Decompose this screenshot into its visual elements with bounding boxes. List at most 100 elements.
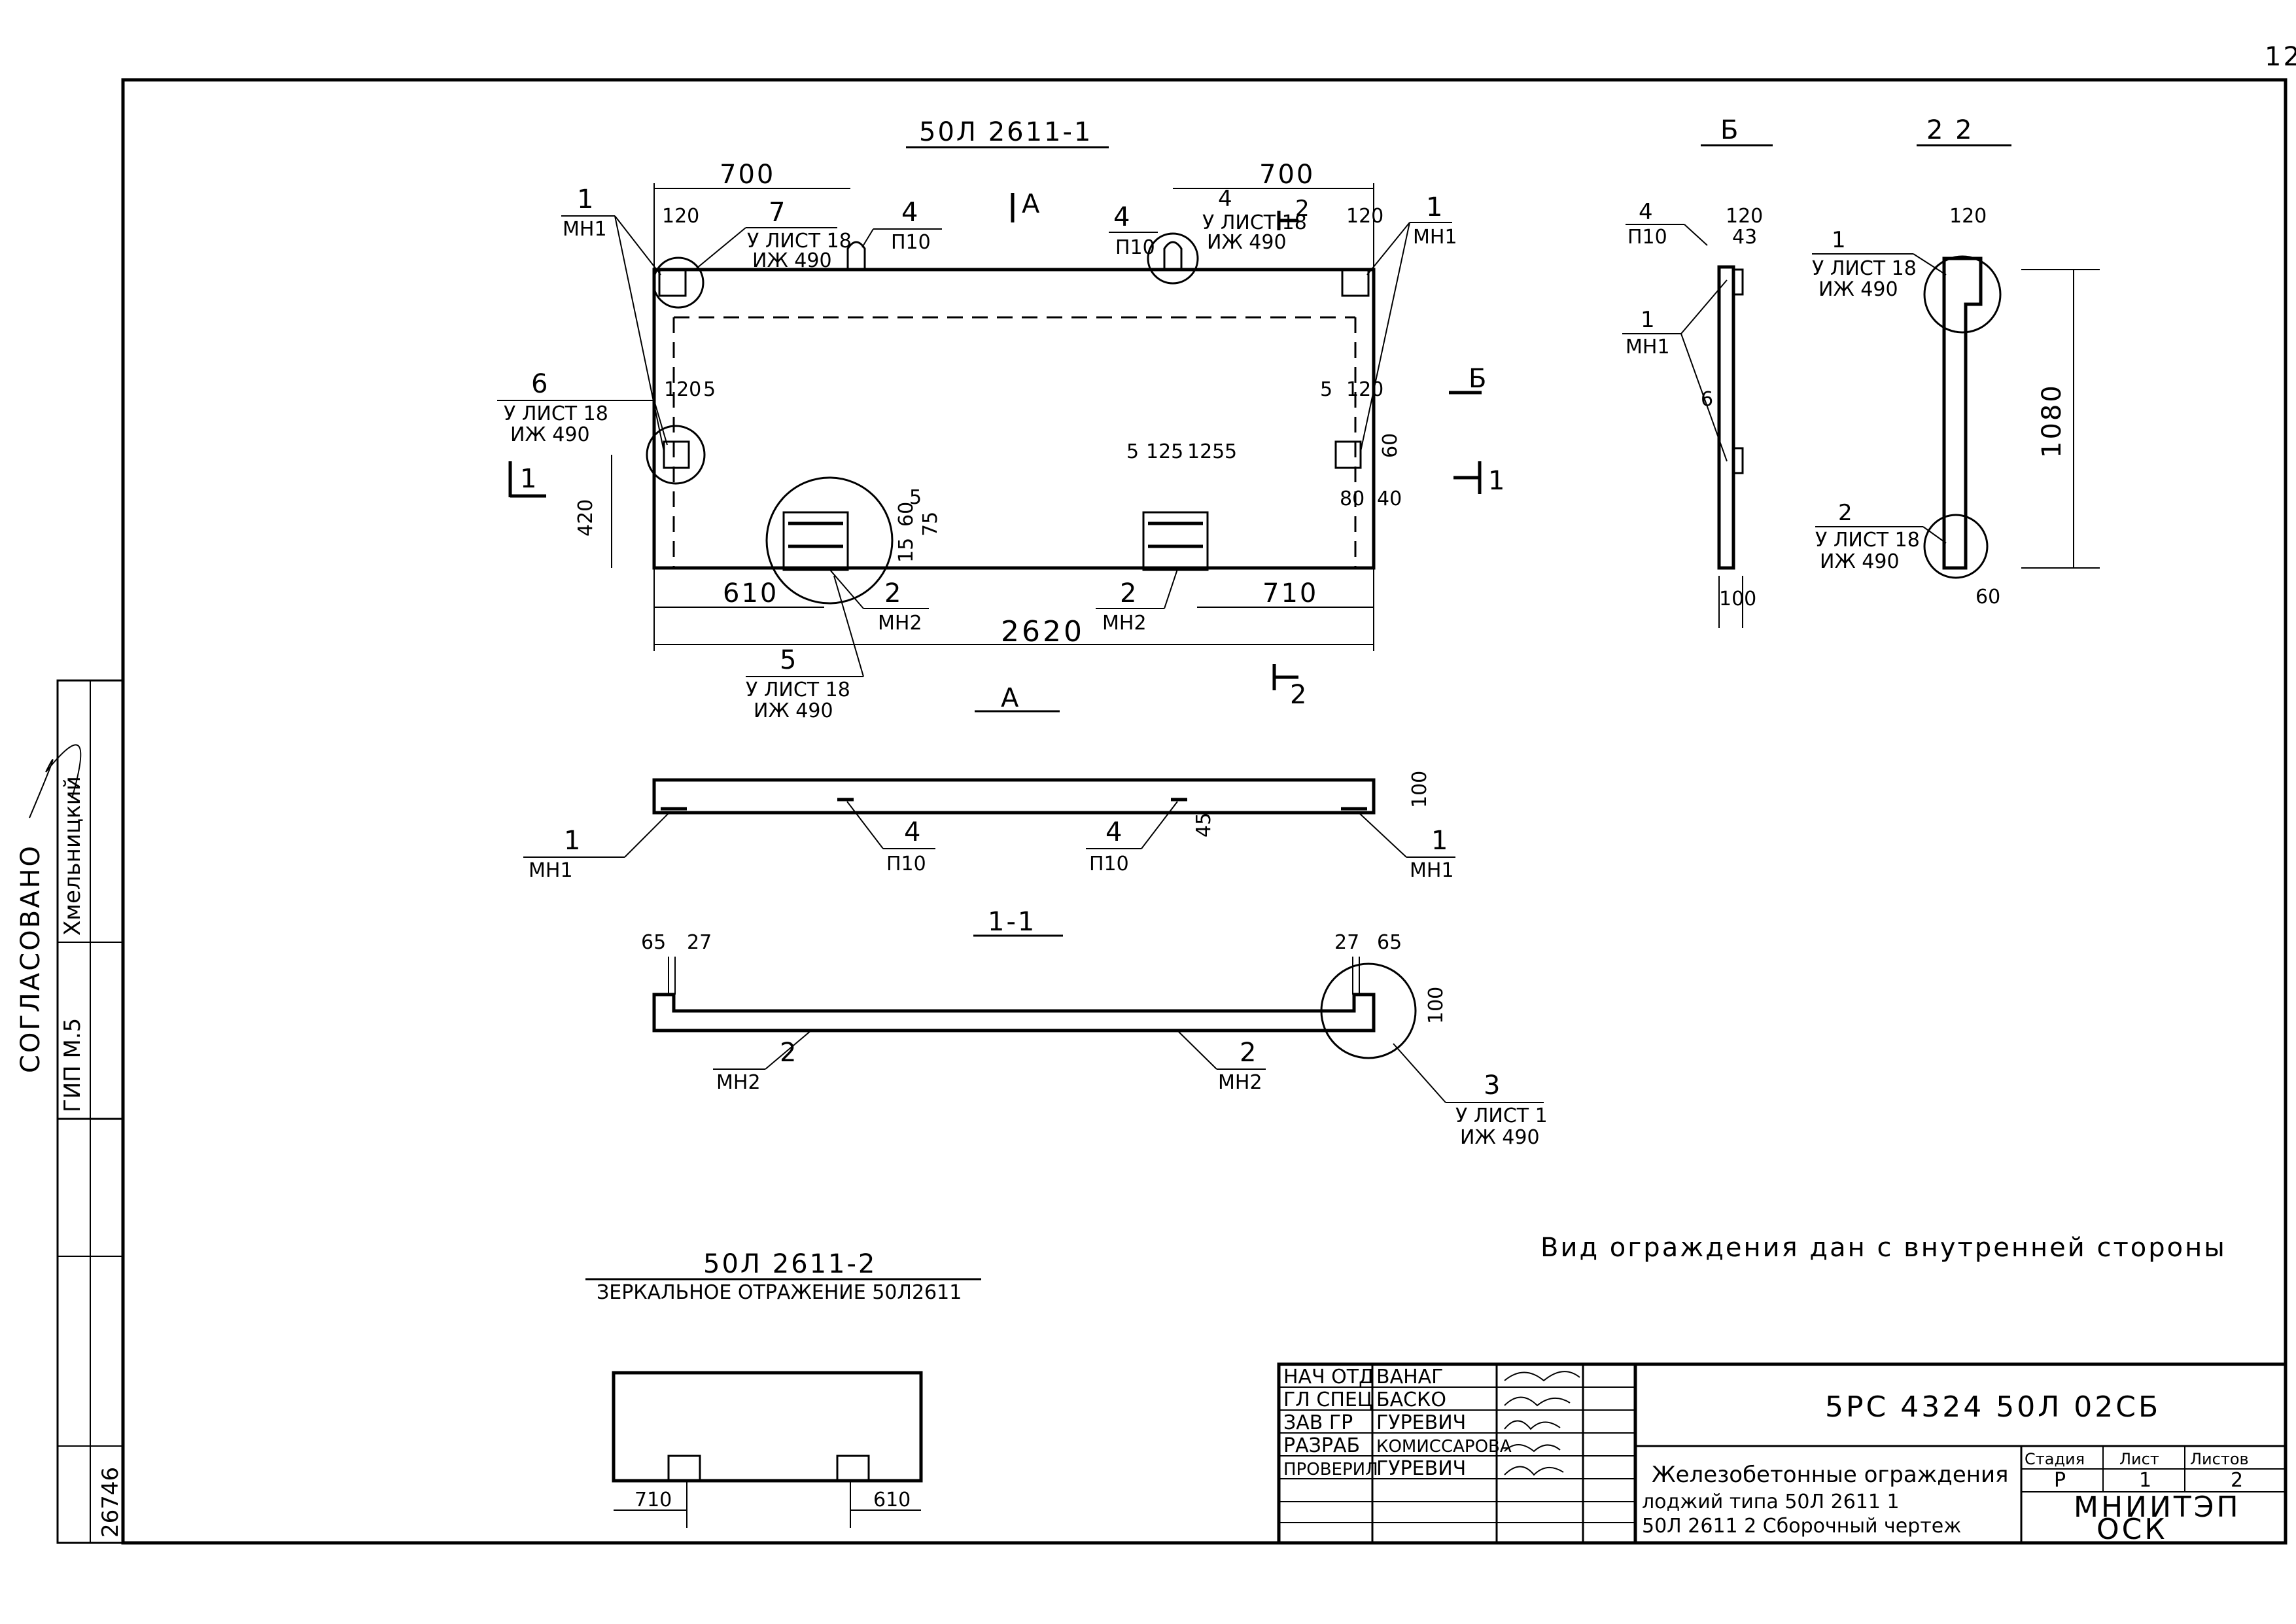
name-vanag: ВАНАГ (1376, 1366, 1443, 1388)
dim-5-side-left: 5 (703, 378, 716, 401)
callout-6-izh490: ИЖ 490 (510, 423, 590, 446)
section-1-1-dim-65-right: 65 (1377, 931, 1402, 954)
section-1-1-title: 1-1 (988, 907, 1036, 937)
approval-label: СОГЛАСОВАНО (16, 844, 46, 1073)
mirror-view: 50Л 2611-2 ЗЕРКАЛЬНОЕ ОТРАЖЕНИЕ 50Л2611 … (585, 1249, 981, 1528)
section-2-2-callout-1-num: 1 (1832, 227, 1846, 253)
main-view-title: 50Л 2611-1 (919, 117, 1092, 147)
name-gurevich-1: ГУРЕВИЧ (1376, 1411, 1466, 1434)
dim-610: 610 (723, 578, 778, 609)
view-b-dim-120: 120 (1726, 205, 1763, 228)
callout-1-right-mh1: МН1 (1413, 226, 1457, 249)
signature-basko (1504, 1396, 1571, 1407)
stage-label: Стадия (2025, 1450, 2085, 1468)
view-b-callout-4-num: 4 (1639, 199, 1653, 225)
view-a-callout-4-right-num: 4 (1105, 817, 1124, 847)
section-1-1-detail-circle (1320, 962, 1417, 1059)
section-2-2-dim-60: 60 (1975, 586, 2000, 609)
view-a-callout-1-right-mh1: МН1 (1410, 859, 1454, 882)
mirror-view-dim-710: 710 (635, 1489, 672, 1511)
view-b: Б 4 П10 120 43 1 МН1 6 100 (1622, 115, 1773, 628)
callout-4-right-izh490: ИЖ 490 (1207, 231, 1287, 254)
dim-5-mesh-left: 5 (909, 486, 922, 509)
callout-4-right-num: 4 (1113, 202, 1132, 232)
dim-125-mesh-b: 125 (1187, 440, 1225, 463)
view-b-callout-4-p10: П10 (1627, 226, 1667, 249)
dim-2620: 2620 (1001, 615, 1085, 648)
callout-2-left-num: 2 (884, 578, 903, 609)
view-a-callout-1-left-num: 1 (564, 826, 582, 856)
dim-120-top-right: 120 (1346, 205, 1383, 228)
view-b-dim-100: 100 (1719, 588, 1756, 610)
view-marker-b: Б (1469, 364, 1488, 394)
side-plate-right (1334, 440, 1362, 469)
dim-40-right: 40 (1377, 487, 1402, 510)
approval-signature (29, 744, 82, 819)
callout-2-right-mh2: МН2 (1102, 612, 1147, 635)
mirror-view-panel (612, 1371, 923, 1483)
callout-4-left-num: 4 (901, 198, 920, 228)
callout-1-left-mh1: МН1 (563, 218, 607, 241)
callout-1-right-num: 1 (1426, 192, 1444, 222)
view-a-callout-4-right-p10: П10 (1089, 853, 1129, 875)
mirror-view-subtitle: ЗЕРКАЛЬНОЕ ОТРАЖЕНИЕ 50Л2611 (597, 1281, 962, 1304)
section-1-1-callout-3-izh490: ИЖ 490 (1460, 1126, 1540, 1149)
section-marker-1-right: 1 (1488, 466, 1506, 496)
mirror-view-title: 50Л 2611-2 (703, 1249, 877, 1279)
title-line-1: Железобетонные ограждения (1652, 1462, 2009, 1488)
section-2-2-detail-circle-top (1923, 255, 2002, 334)
section-marker-2-top: 2 (1295, 196, 1310, 222)
callout-6-num: 6 (531, 369, 549, 399)
callout-5-ylist18: У ЛИСТ 18 (746, 679, 850, 701)
org-line-2: ОСК (2096, 1513, 2168, 1546)
view-b-dim-43: 43 (1732, 226, 1757, 249)
section-1-1-profile (652, 993, 1376, 1033)
sheets-label: Листов (2190, 1450, 2249, 1468)
view-b-title: Б (1720, 115, 1740, 145)
role-razrab: РАЗРАБ (1283, 1434, 1360, 1457)
dim-80-right: 80 (1340, 487, 1365, 510)
corner-plate-top-right (1341, 268, 1370, 297)
main-view: 50Л 2611-1 700 700 120 120 (497, 117, 1506, 722)
section-2-2-title: 2 2 (1926, 115, 1974, 145)
page-number: 12 (2265, 42, 2296, 72)
dim-15-mesh-left: 15 (895, 538, 918, 563)
drawing-note: Вид ограждения дан с внутренней стороны (1540, 1233, 2227, 1263)
sheets-value: 2 (2231, 1469, 2243, 1492)
org-line-1: МНИИТЭП (2074, 1491, 2241, 1524)
sheet-label: Лист (2119, 1450, 2159, 1468)
view-a-callout-4-left-num: 4 (904, 817, 922, 847)
dim-5-mesh-a: 5 (1126, 440, 1139, 463)
section-1-1-dim-27-left: 27 (687, 931, 712, 954)
dim-710: 710 (1262, 578, 1318, 609)
role-nach-otd: НАЧ ОТД (1283, 1366, 1374, 1388)
signature-gurevich-2 (1504, 1466, 1564, 1476)
role-gl-spec: ГЛ СПЕЦ (1283, 1388, 1372, 1411)
section-1-1-callout-3-num: 3 (1484, 1070, 1502, 1101)
archive-number: 26746 (97, 1467, 124, 1538)
dim-60-5-right: 60 (1379, 433, 1402, 458)
role-proveril: ПРОВЕРИЛ (1283, 1460, 1378, 1479)
mesh-plate-right (1142, 511, 1209, 571)
callout-6-ylist18: У ЛИСТ 18 (504, 402, 608, 425)
section-1-1-callout-2-right-num: 2 (1240, 1038, 1258, 1068)
title-block: НАЧ ОТД ВАНАГ ГЛ СПЕЦ БАСКО ЗАВ ГР ГУРЕВ… (1277, 1362, 2287, 1546)
view-b-profile (1717, 265, 1735, 570)
sheet-value: 1 (2139, 1469, 2151, 1492)
signature-gurevich-1 (1504, 1420, 1561, 1430)
view-b-callout-1-num: 1 (1641, 307, 1655, 333)
section-2-2-callout-1-ylist18: У ЛИСТ 18 (1812, 257, 1917, 280)
view-a: А 100 45 1 МН1 4 П10 4 П10 1 МН1 (523, 683, 1455, 882)
callout-5-izh490: ИЖ 490 (754, 699, 833, 722)
title-line-2: лоджий типа 50Л 2611 1 (1642, 1491, 1900, 1513)
dim-120-side-left: 120 (664, 378, 701, 401)
name-gurevich-2: ГУРЕВИЧ (1376, 1457, 1466, 1480)
mirror-view-dim-610: 610 (873, 1489, 911, 1511)
view-a-title: А (1001, 683, 1020, 713)
lifting-loop-left (846, 241, 866, 270)
section-marker-a-top: А (1022, 189, 1041, 219)
dim-700-left: 700 (720, 160, 775, 190)
callout-1-left-num: 1 (577, 185, 595, 215)
detail-circle-top-left (652, 256, 704, 309)
